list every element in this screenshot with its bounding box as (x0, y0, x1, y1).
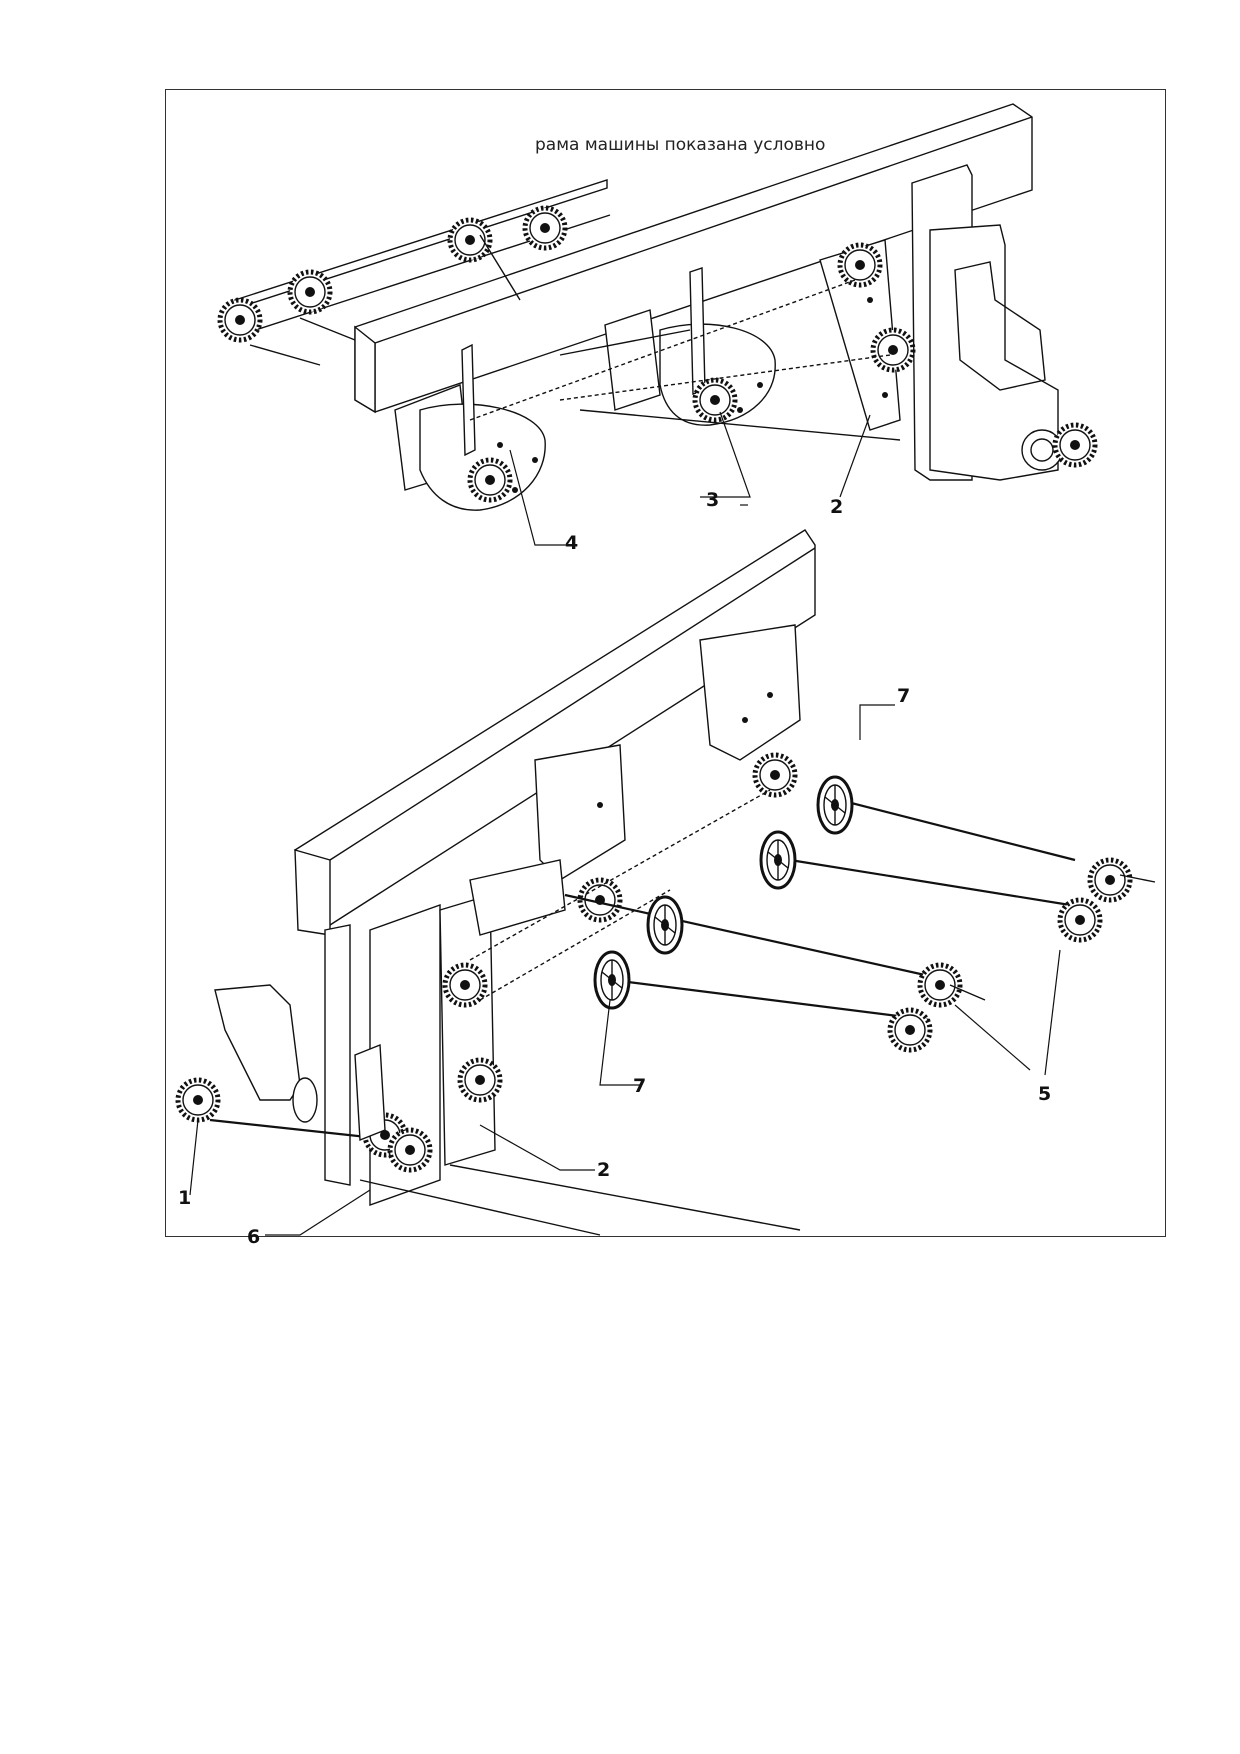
top-view (220, 103, 1095, 546)
shafts-bottom (564, 775, 1156, 1050)
chains-bottom (359, 789, 801, 1236)
drive-plate-2 (819, 239, 913, 431)
post-bottom (214, 904, 441, 1206)
frame-beam-bottom (294, 529, 816, 936)
callout-label: 1 (178, 1187, 191, 1209)
chains-top (469, 279, 901, 441)
callout-label: 2 (830, 496, 843, 518)
upper-shaft-top (220, 179, 611, 366)
leaders-bottom (189, 704, 1061, 1236)
seed-unit-3 (559, 267, 776, 426)
seed-unit-4 (394, 343, 546, 511)
bottom-view (178, 529, 1156, 1236)
leaders-top (509, 411, 871, 546)
callout-label: 3 (706, 489, 719, 511)
callout-label: 7 (633, 1075, 646, 1097)
figure-caption: рама машины показана условно (535, 135, 825, 155)
callout-label: 6 (247, 1226, 260, 1248)
callout-label: 2 (597, 1159, 610, 1181)
callout-label: 4 (565, 532, 578, 554)
side-bracket-top (911, 164, 1095, 481)
callout-label: 7 (897, 685, 910, 707)
callout-label: 5 (1038, 1083, 1051, 1105)
seed-plates-bottom (469, 624, 801, 936)
frame-beam-top (354, 103, 1033, 414)
